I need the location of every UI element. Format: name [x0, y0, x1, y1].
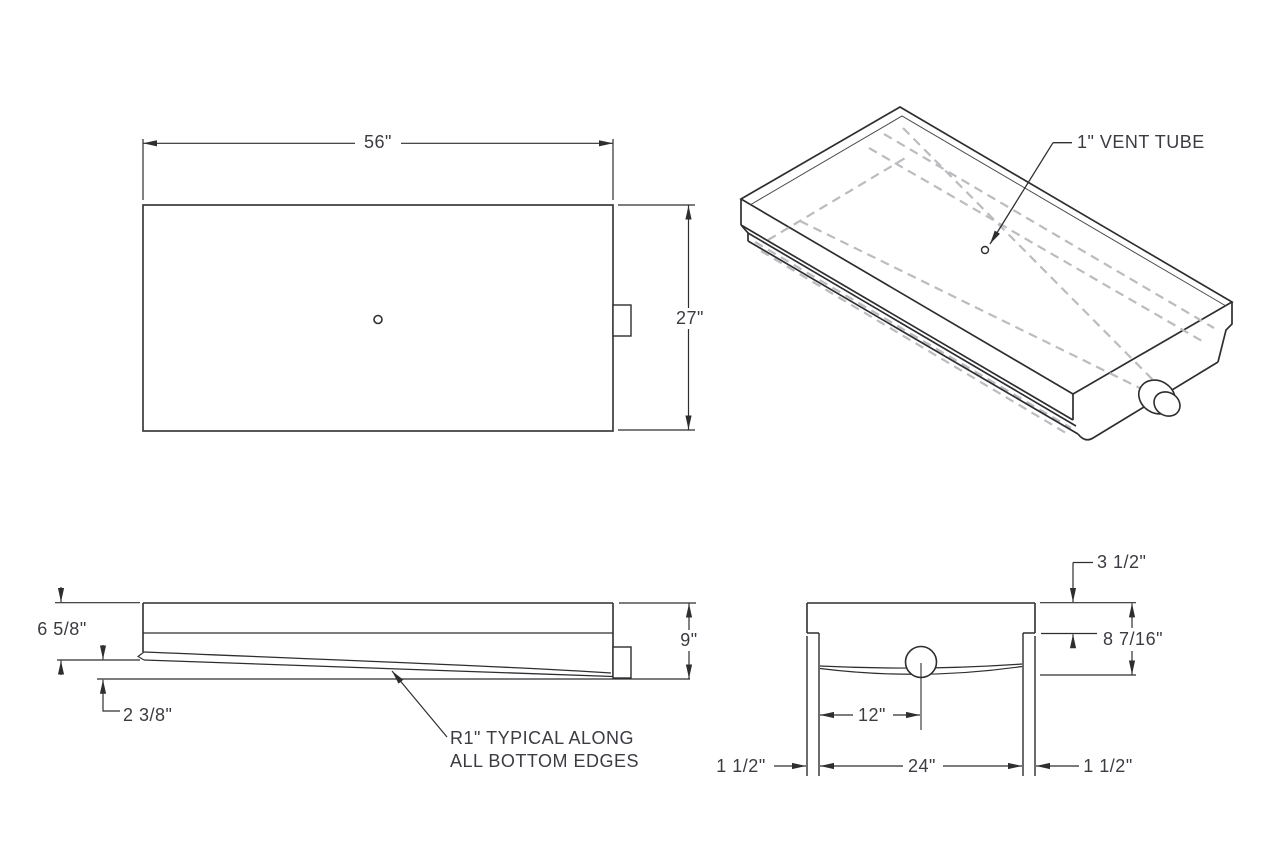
dim-label-side-right-height: 9": [680, 630, 698, 650]
outlet-fitting-top: [612, 304, 632, 337]
dim-label-end-top-inset: 3 1/2": [1097, 552, 1147, 572]
drain-fitting-iso: [1137, 379, 1181, 417]
side-view: [55, 587, 696, 738]
radius-note-line2: ALL BOTTOM EDGES: [450, 751, 640, 771]
dim-label-end-depth: 8 7/16": [1103, 629, 1163, 649]
vent-tube-label: 1" VENT TUBE: [1077, 132, 1205, 152]
radius-note: R1" TYPICAL ALONG ALL BOTTOM EDGES: [450, 727, 639, 773]
dim-label-top-height: 27": [676, 308, 704, 328]
dim-label-side-bottom-offset: 2 3/8": [123, 705, 173, 725]
dim-label-side-left-height: 6 5/8": [37, 619, 87, 639]
end-view: [774, 561, 1136, 776]
top-view: [142, 139, 695, 432]
tank-outline-top: [142, 204, 614, 432]
vent-hole-iso: [980, 245, 990, 255]
dim-label-top-width: 56": [364, 132, 392, 152]
dim-label-end-right-rail: 1 1/2": [1083, 756, 1133, 776]
dim-label-end-drain-offset: 12": [858, 705, 886, 725]
vent-hole-top: [373, 314, 383, 325]
outlet-fitting-side: [612, 646, 632, 679]
dim-label-end-left-rail: 1 1/2": [716, 756, 766, 776]
radius-note-line1: R1" TYPICAL ALONG: [450, 728, 634, 748]
isometric-view: [739, 106, 1234, 441]
dim-label-end-inner-width: 24": [908, 756, 936, 776]
